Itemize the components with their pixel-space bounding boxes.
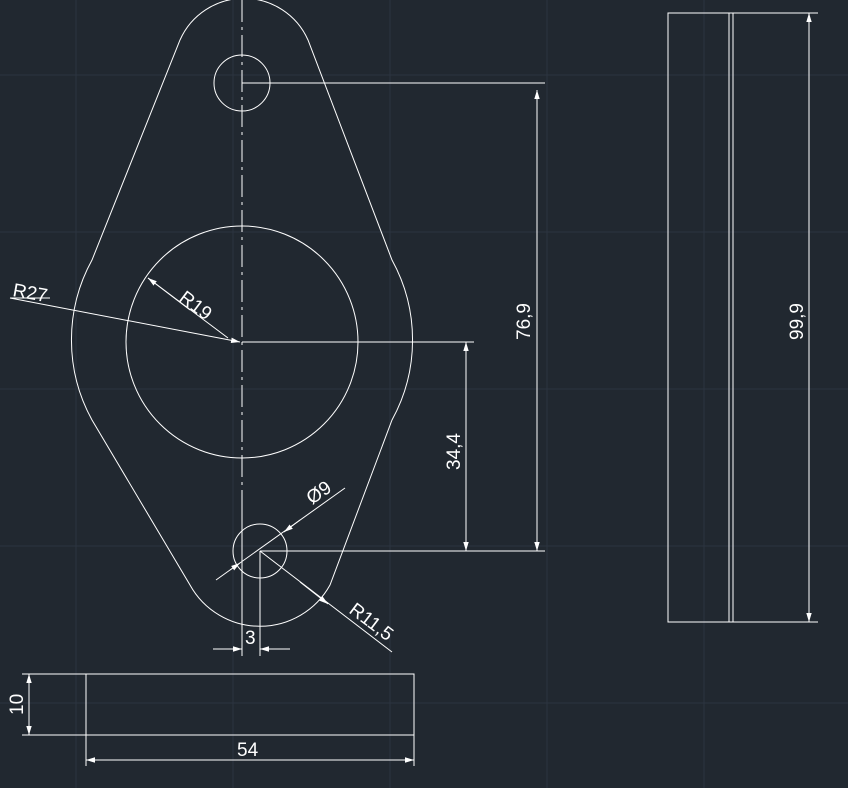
dimension-34-4-label: 34,4	[444, 433, 465, 470]
bottom-view-rect	[85, 673, 415, 736]
dimension-r19-label: R19	[175, 287, 215, 325]
dimension-99-9-label: 99,9	[787, 303, 808, 340]
flange-bottom-view: 10 54	[7, 673, 415, 766]
flange-side-view: 99,9	[667, 12, 818, 623]
dimension-54-label: 54	[237, 740, 259, 761]
dimension-34-4: 34,4	[444, 342, 469, 551]
dimension-3: 3	[213, 500, 290, 656]
dimension-r19: R19	[147, 277, 229, 339]
dimension-3-label: 3	[245, 628, 256, 649]
side-view-rect	[667, 12, 730, 623]
dimension-d9-label: Ø9	[303, 477, 336, 509]
dimension-76-9-label: 76,9	[514, 303, 535, 340]
dimension-r11-5: R11,5	[259, 550, 397, 653]
dimension-d9: Ø9	[215, 477, 346, 581]
flange-outline	[70, 0, 414, 627]
dimension-r27-label: R27	[11, 280, 49, 307]
dimension-76-9: 76,9	[514, 90, 540, 551]
dimension-10-label: 10	[7, 694, 28, 715]
